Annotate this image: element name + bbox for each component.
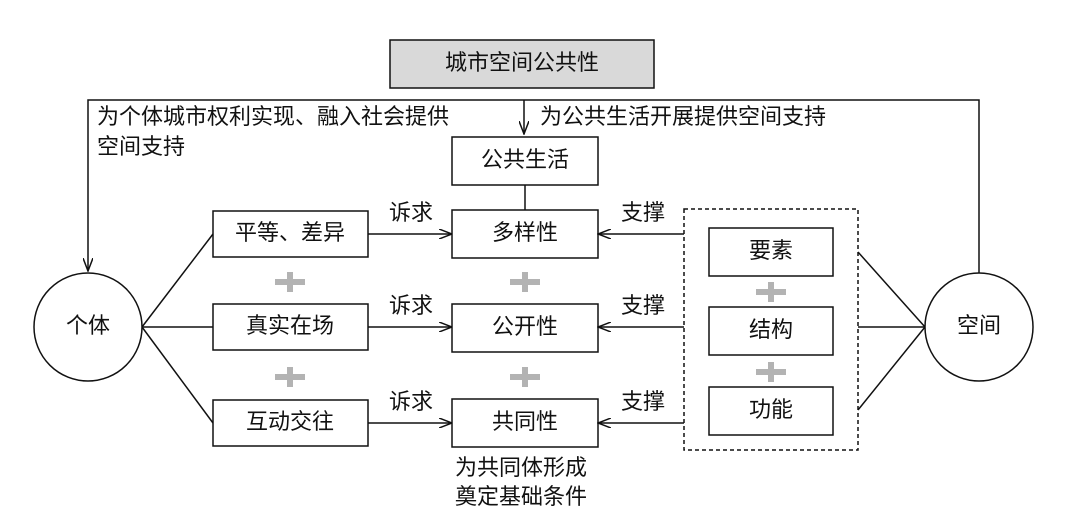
plus-icon-demand-1 bbox=[275, 272, 305, 292]
space-element-label-1: 要素 bbox=[748, 239, 794, 264]
title-box bbox=[389, 39, 655, 89]
space-element-label-2: 结构 bbox=[748, 318, 794, 343]
left-feedback-text: 为个体城市权利实现、融入社会提供空间支持 bbox=[97, 105, 450, 160]
feedback-loop-line bbox=[88, 99, 980, 273]
plus-icon-attribute-1 bbox=[510, 272, 540, 292]
demand-label-3: 互动交往 bbox=[245, 410, 335, 435]
title-label: 城市空间公共性 bbox=[444, 51, 600, 76]
space-link-1 bbox=[857, 251, 926, 328]
space-link-3 bbox=[857, 326, 926, 411]
demand-box-3 bbox=[212, 399, 369, 447]
individual-label: 个体 bbox=[65, 314, 111, 339]
demand-label-1: 平等、差异 bbox=[234, 221, 346, 246]
space-elements-container bbox=[683, 208, 859, 451]
attribute-box-1 bbox=[451, 209, 599, 259]
space-element-box-1 bbox=[708, 227, 834, 277]
center-feedback-text: 为公共生活开展提供空间支持 bbox=[540, 105, 827, 130]
individual-link-1 bbox=[141, 233, 214, 328]
plus-icon-demand-2 bbox=[275, 367, 305, 387]
space-label: 空间 bbox=[956, 314, 1002, 339]
demand-box-1 bbox=[212, 210, 369, 258]
appeal-label-2: 诉求 bbox=[388, 294, 434, 319]
space-element-label-3: 功能 bbox=[748, 398, 794, 423]
plus-icon-space-1 bbox=[756, 282, 786, 302]
plus-icon-attribute-2 bbox=[510, 367, 540, 387]
attribute-label-2: 公开性 bbox=[491, 315, 559, 340]
attribute-label-3: 共同性 bbox=[491, 410, 559, 435]
individual-link-3 bbox=[141, 326, 214, 424]
appeal-label-1: 诉求 bbox=[388, 201, 434, 226]
support-label-1: 支撑 bbox=[620, 201, 666, 226]
public-life-label: 公共生活 bbox=[480, 148, 570, 173]
attribute-box-2 bbox=[451, 303, 599, 353]
space-element-box-3 bbox=[708, 386, 834, 436]
plus-icon-space-2 bbox=[756, 362, 786, 382]
space-element-box-2 bbox=[708, 306, 834, 356]
support-label-3: 支撑 bbox=[620, 390, 666, 415]
demand-box-2 bbox=[212, 303, 369, 351]
support-label-2: 支撑 bbox=[620, 294, 666, 319]
demand-label-2: 真实在场 bbox=[245, 314, 335, 339]
public-life-box bbox=[451, 136, 599, 186]
community-note: 为共同体形成奠定基础条件 bbox=[455, 456, 588, 510]
appeal-label-3: 诉求 bbox=[388, 390, 434, 415]
attribute-label-1: 多样性 bbox=[491, 221, 559, 246]
